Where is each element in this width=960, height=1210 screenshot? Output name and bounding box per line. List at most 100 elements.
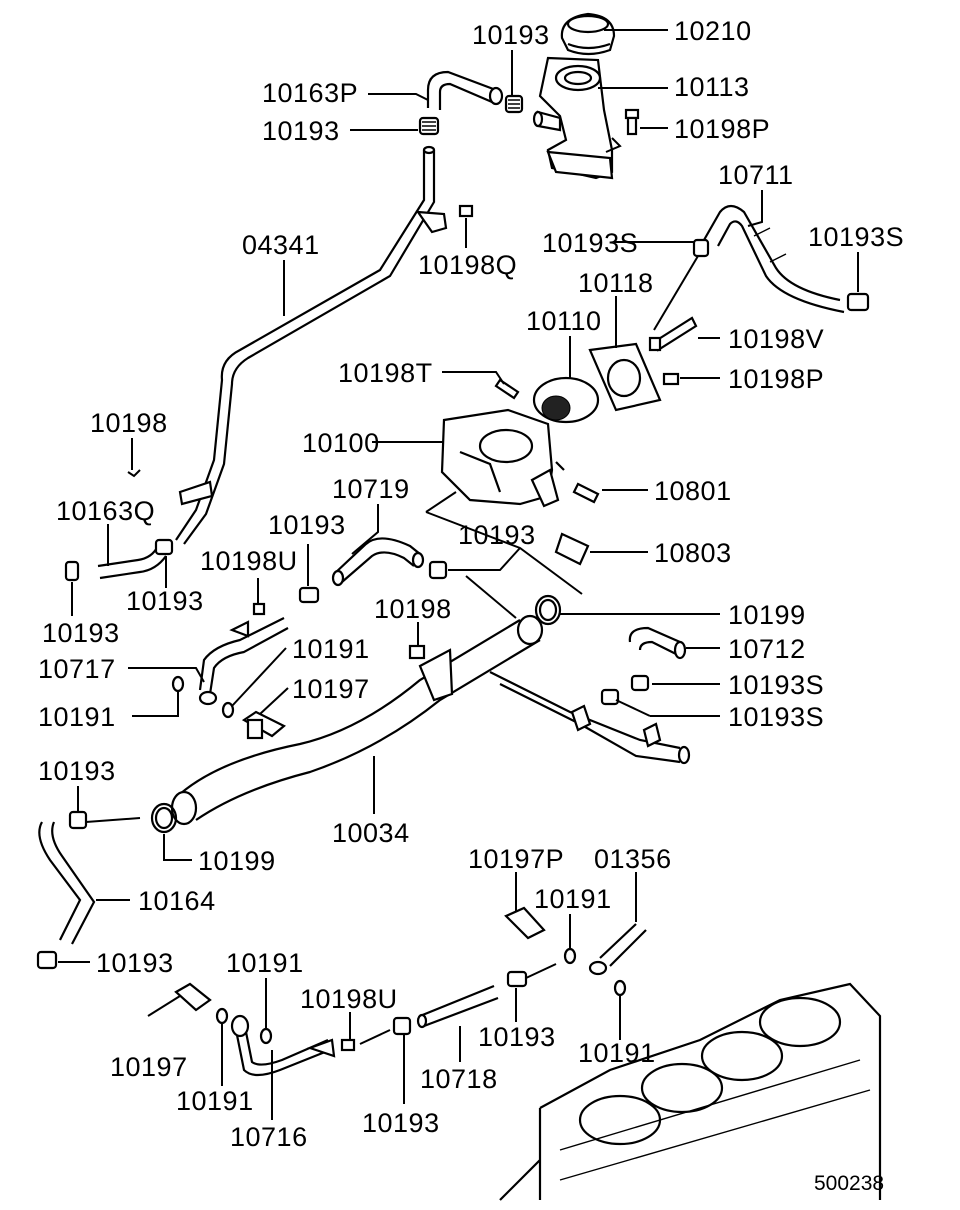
hose-clamp-part: [846, 292, 870, 312]
label-10163Q: 10163Q: [56, 496, 155, 526]
bolt-part: [648, 316, 698, 352]
o-ring-part: [563, 947, 577, 965]
bolt-part: [408, 644, 426, 660]
label-10118: 10118: [578, 268, 654, 298]
hose-10718-part: [416, 984, 499, 1029]
label-10193-b: 10193: [262, 116, 340, 146]
label-10199-b: 10199: [198, 846, 276, 876]
hose-clamp-part: [418, 116, 440, 136]
engine-block-part: [499, 982, 882, 1201]
o-ring-part: [150, 802, 178, 834]
pipe-01356-part: [588, 923, 647, 976]
label-10191-d: 10191: [226, 948, 304, 978]
label-10191-a: 10191: [292, 634, 370, 664]
banjo-bolt-part: [174, 982, 212, 1012]
label-10164: 10164: [138, 886, 216, 916]
label-10198P-mid: 10198P: [728, 364, 824, 394]
filler-cap-part: [560, 12, 616, 56]
leader-lines: [58, 29, 859, 1120]
label-10191-c: 10191: [534, 884, 612, 914]
hose-clamp-part: [392, 1016, 412, 1036]
label-10717: 10717: [38, 654, 116, 684]
label-10198Q: 10198Q: [418, 250, 517, 280]
hose-clamp-part: [504, 94, 524, 114]
label-04341: 04341: [242, 230, 320, 260]
label-10716: 10716: [230, 1122, 308, 1152]
o-ring-part: [171, 675, 185, 693]
hose-clamp-part: [36, 950, 58, 970]
o-ring-part: [613, 979, 627, 997]
label-10191-b: 10191: [38, 702, 116, 732]
label-10193-j: 10193: [362, 1108, 440, 1138]
label-10197-a: 10197: [292, 674, 370, 704]
thermostat-housing-part: [440, 408, 565, 508]
hose-clamp-part: [506, 970, 528, 988]
label-10198V: 10198V: [728, 324, 824, 354]
diagram-id: 500238: [814, 1172, 884, 1195]
label-10193-c: 10193: [268, 510, 346, 540]
hose-clamp-part: [692, 238, 710, 258]
pipe-10716-part: [230, 1014, 336, 1077]
label-10801: 10801: [654, 476, 732, 506]
gasket-10118-part: [588, 342, 662, 412]
label-10193S-c: 10193S: [728, 670, 824, 700]
hose-clamp-part: [630, 674, 650, 692]
sensor-10801-part: [572, 482, 600, 504]
label-10803: 10803: [654, 538, 732, 568]
label-10198P-top: 10198P: [674, 114, 770, 144]
o-ring-part: [259, 1027, 273, 1045]
label-10034: 10034: [332, 818, 410, 848]
label-10193S-b: 10193S: [808, 222, 904, 252]
label-10198-left: 10198: [90, 408, 168, 438]
label-01356: 01356: [594, 844, 672, 874]
label-10113: 10113: [674, 72, 750, 102]
label-10210: 10210: [674, 16, 752, 46]
o-ring-part: [215, 1007, 229, 1025]
label-10193-e: 10193: [126, 586, 204, 616]
pipe-10717-part: [198, 617, 289, 706]
water-pipe-10034-part: [170, 614, 691, 826]
bolt-part: [458, 204, 474, 218]
label-10198U-a: 10198U: [200, 546, 298, 576]
label-10193-f: 10193: [42, 618, 120, 648]
label-10191-f: 10191: [176, 1086, 254, 1116]
banjo-bolt-part: [504, 906, 546, 940]
label-10193-g: 10193: [38, 756, 116, 786]
label-10712: 10712: [728, 634, 806, 664]
label-10193-top: 10193: [472, 20, 550, 50]
banjo-bolt-part: [241, 710, 286, 740]
label-10718: 10718: [420, 1064, 498, 1094]
bolt-part: [624, 108, 640, 136]
label-10193-d: 10193: [458, 520, 536, 550]
label-10110: 10110: [526, 306, 602, 336]
water-outlet-fitting-part: [532, 56, 614, 180]
label-10197-b: 10197: [110, 1052, 188, 1082]
label-10719: 10719: [332, 474, 410, 504]
sensor-10803-part: [554, 532, 590, 566]
hose-clamp-part: [298, 586, 320, 604]
bolt-part: [662, 372, 680, 386]
hose-clamp-part: [428, 560, 448, 580]
label-10193S-d: 10193S: [728, 702, 824, 732]
hose-10163Q-part: [97, 538, 174, 580]
water-pipe-04341-part: [175, 145, 448, 545]
hose-10164-part: [38, 810, 96, 945]
label-10163P: 10163P: [262, 78, 358, 108]
label-10193S-a: 10193S: [542, 228, 638, 258]
hose-clamp-part: [64, 560, 80, 582]
o-ring-part: [221, 701, 235, 719]
hose-clamp-part: [600, 688, 620, 706]
label-10197P: 10197P: [468, 844, 564, 874]
hose-10712-part: [628, 626, 687, 660]
label-10711: 10711: [718, 160, 794, 190]
label-10193-h: 10193: [96, 948, 174, 978]
label-10198-mid: 10198: [374, 594, 452, 624]
label-10100: 10100: [302, 428, 380, 458]
label-10199-a: 10199: [728, 600, 806, 630]
bolt-part: [252, 602, 266, 616]
o-ring-part: [534, 594, 562, 626]
bolt-part: [340, 1038, 356, 1052]
label-10198T: 10198T: [338, 358, 433, 388]
